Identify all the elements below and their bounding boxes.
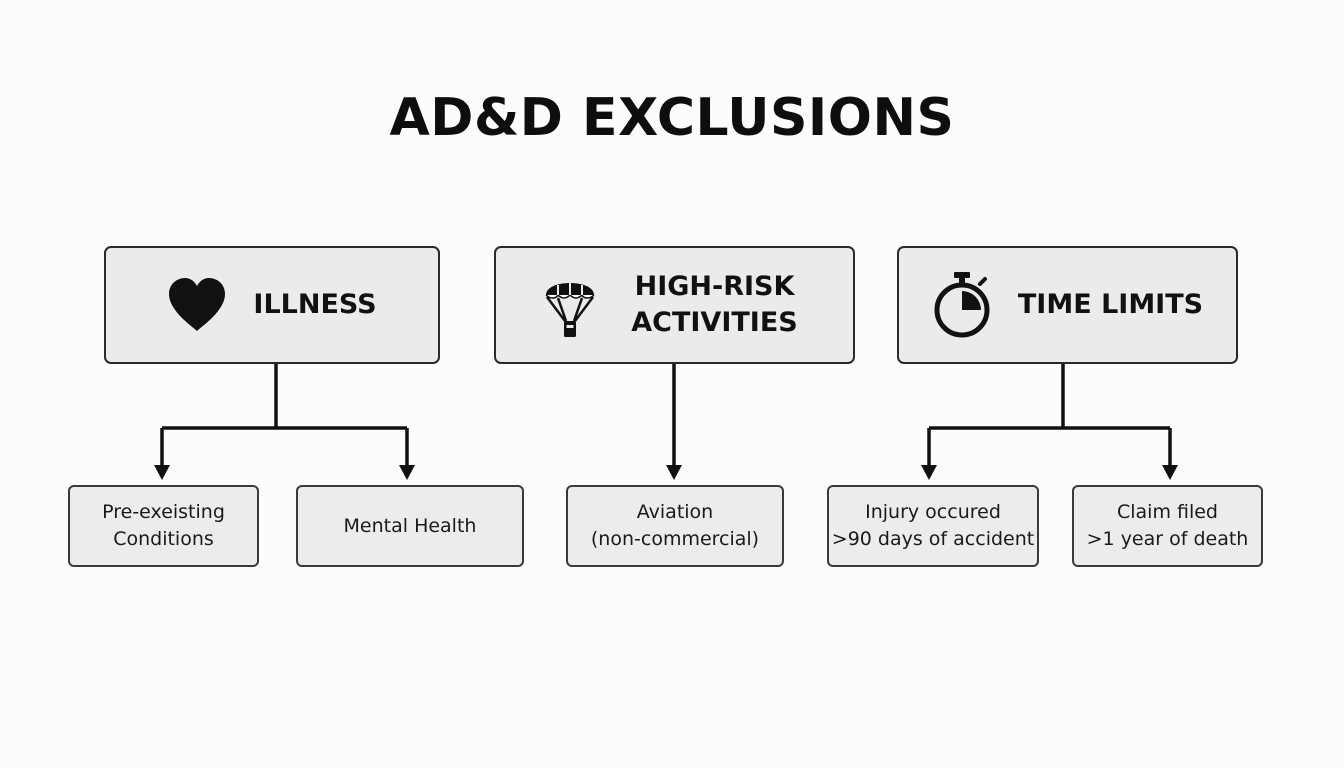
arrowhead-mental-health bbox=[399, 465, 415, 480]
exclusion-text-line: (non-commercial) bbox=[590, 528, 760, 550]
exclusion-text-line: >90 days of accident bbox=[831, 528, 1035, 550]
exclusion-text-line: Claim filed bbox=[1116, 501, 1218, 523]
exclusion-aviation: Aviation (non-commercial) bbox=[566, 485, 784, 567]
exclusion-text-line: Pre-exeisting bbox=[102, 501, 225, 523]
category-illness: ILLNESS bbox=[104, 246, 440, 364]
exclusion-text-line: Conditions bbox=[113, 528, 214, 550]
exclusion-pre-existing-conditions: Pre-exeisting Conditions bbox=[68, 485, 259, 567]
heart-icon bbox=[167, 272, 227, 338]
category-time-limits: TIME LIMITS bbox=[897, 246, 1238, 364]
category-label-illness: ILLNESS bbox=[253, 289, 377, 320]
exclusion-text-line: Injury occured bbox=[865, 501, 1001, 523]
exclusion-injury-timing: Injury occured >90 days of accident bbox=[827, 485, 1039, 567]
category-high-risk-activities: HIGH-RISK ACTIVITIES bbox=[494, 246, 855, 364]
category-label-high-risk-line-1: HIGH-RISK bbox=[634, 271, 795, 302]
exclusion-claim-timing: Claim filed >1 year of death bbox=[1072, 485, 1263, 567]
exclusion-text-line: Mental Health bbox=[343, 514, 477, 537]
illness-connectors bbox=[154, 364, 415, 480]
category-label-high-risk-line-2: ACTIVITIES bbox=[631, 307, 798, 338]
high-risk-connectors bbox=[666, 364, 682, 480]
arrowhead-claim bbox=[1162, 465, 1178, 480]
arrowhead-aviation bbox=[666, 465, 682, 480]
arrowhead-pre-existing bbox=[154, 465, 170, 480]
time-limits-connectors bbox=[921, 364, 1178, 480]
arrowhead-injury bbox=[921, 465, 937, 480]
exclusion-text-line: >1 year of death bbox=[1086, 528, 1249, 550]
diagram-title: AD&D EXCLUSIONS bbox=[389, 88, 955, 148]
category-label-high-risk: HIGH-RISK ACTIVITIES bbox=[620, 269, 810, 341]
parachute-icon bbox=[540, 272, 600, 338]
category-label-time-limits: TIME LIMITS bbox=[1017, 289, 1204, 320]
exclusion-mental-health: Mental Health bbox=[296, 485, 524, 567]
stopwatch-icon bbox=[932, 272, 992, 338]
exclusion-text-line: Aviation bbox=[636, 501, 714, 523]
